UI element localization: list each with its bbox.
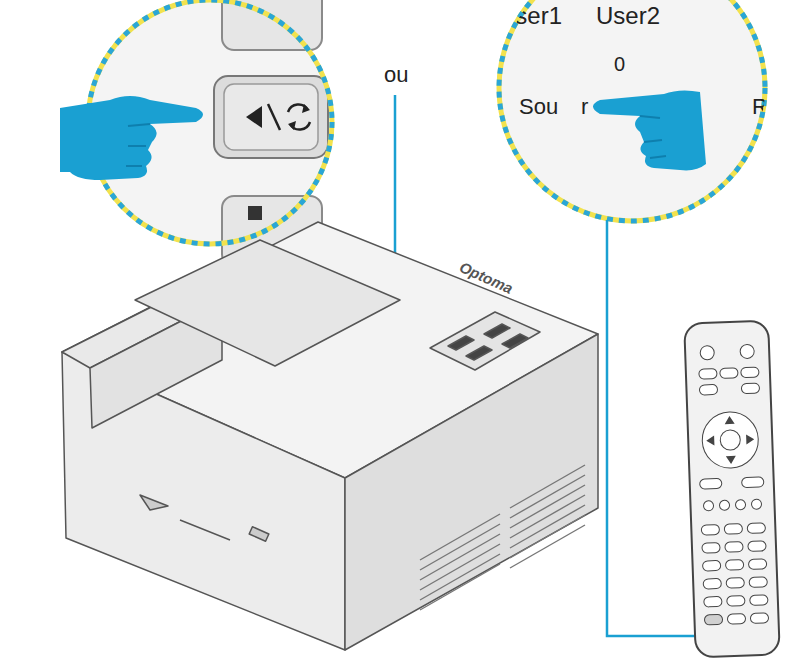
- button-outline: [708, 82, 800, 132]
- button-label: User2: [596, 4, 660, 28]
- button-label: r: [581, 96, 588, 118]
- button-partial: [222, 0, 322, 50]
- button-outer: [214, 76, 328, 158]
- button-label: User1: [498, 4, 562, 28]
- remote-control: [684, 321, 780, 658]
- slash-icon: [268, 104, 280, 130]
- leader-line: [607, 220, 700, 636]
- button-outline: [507, 82, 599, 132]
- refresh-heads: [288, 104, 310, 130]
- projector: [62, 222, 598, 650]
- projector-side: [345, 334, 598, 650]
- remote-body: [684, 321, 780, 658]
- zoom-border: [499, 0, 765, 221]
- button-outline: [575, 0, 667, 42]
- button-label: Sou: [519, 96, 558, 118]
- vents: [420, 465, 585, 610]
- control-panel: [430, 312, 540, 370]
- zoom-border-dash: [499, 0, 765, 221]
- panel-buttons: [448, 324, 528, 360]
- button-icon: [248, 206, 262, 220]
- ir-window: [249, 527, 269, 542]
- refresh-icon: [288, 104, 310, 129]
- front-tab: [140, 495, 168, 510]
- button-outline: [490, 190, 582, 240]
- pointing-hand: [593, 90, 706, 170]
- button-face: [224, 84, 318, 150]
- conjunction-label: ou: [384, 64, 408, 86]
- button-label: 0: [614, 54, 625, 74]
- pointing-hand: [60, 96, 203, 180]
- top-cover: [135, 240, 400, 366]
- brand-logo: Optoma: [457, 259, 515, 296]
- zoom-circle: [499, 0, 765, 221]
- front-detail: [180, 520, 230, 540]
- left-arrow-icon: [246, 106, 262, 128]
